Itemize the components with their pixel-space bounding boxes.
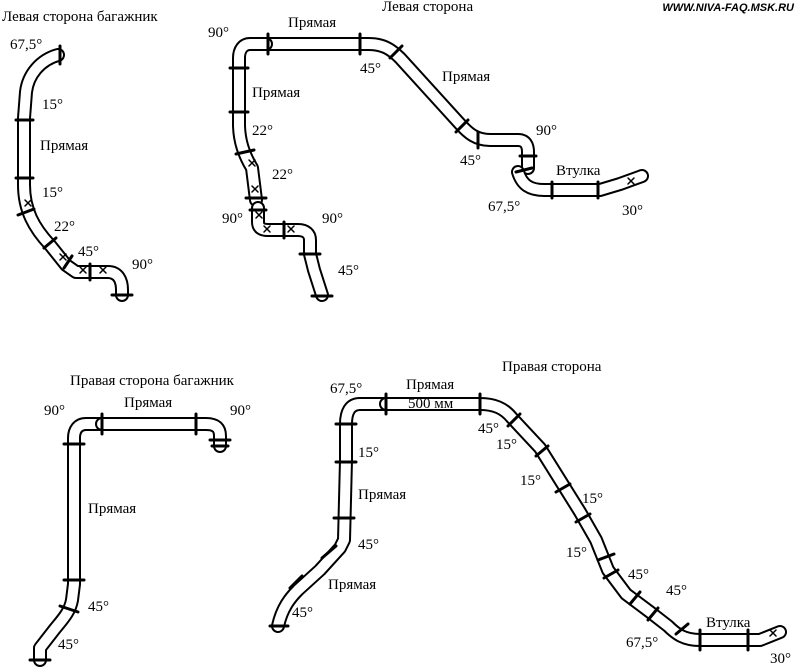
left-trunk-label-angle: 67,5° [10,37,43,53]
right-trunk-title: Правая сторона багажник [70,373,234,389]
left-side-label-angle: 22° [252,123,273,139]
left-side-label-angle: 45° [338,263,359,279]
right-side-label-straight: Прямая [358,487,407,503]
left-side-label-angle: 45° [360,61,381,77]
right-trunk-label-angle: 90° [230,403,251,419]
right-side-label-angle: 67,5° [330,381,363,397]
right-trunk-label-straight: Прямая [88,501,137,517]
right-side-label-angle: 67,5° [626,635,659,651]
site-watermark: WWW.NIVA-FAQ.MSK.RU [662,2,794,14]
right-side-label-length: 500 мм [408,396,454,412]
left-trunk-label-angle: 15° [42,185,63,201]
right-side-label-angle: 45° [666,583,687,599]
right-side-label-angle: 15° [582,491,603,507]
left-side-label-bushing: Втулка [556,163,601,179]
left-side-label-angle: 90° [322,211,343,227]
left-trunk-label-straight: Прямая [40,138,89,154]
right-trunk-pipe-route [28,412,232,667]
left-side-label-angle: 67,5° [488,199,521,215]
left-trunk-title: Левая сторона багажник [2,9,158,25]
right-side-label-angle: 30° [770,651,791,667]
left-side-label-straight: Прямая [252,85,301,101]
left-side-label-straight: Прямая [288,15,337,31]
left-trunk-label-angle: 45° [78,244,99,260]
right-side-label-angle: 45° [628,567,649,583]
left-side-label-angle: 90° [222,211,243,227]
right-side-label-bushing: Втулка [706,615,751,631]
left-side-label-angle: 45° [460,153,481,169]
left-trunk-pipe-route [14,44,134,302]
right-side-label-angle: 45° [292,605,313,621]
right-side-title: Правая сторона [502,359,602,375]
right-side-pipe-route [268,392,787,652]
right-side-label-angle: 15° [566,545,587,561]
left-trunk-label-angle: 15° [42,97,63,113]
left-side-label-angle: 22° [272,167,293,183]
left-trunk-label-angle: 90° [132,257,153,273]
right-side-label-angle: 45° [358,537,379,553]
right-trunk-label-angle: 45° [88,599,109,615]
left-side-label-angle: 30° [622,203,643,219]
left-side-pipe-route [228,32,649,302]
right-side-label-angle: 15° [520,473,541,489]
left-side-label-straight: Прямая [442,69,491,85]
left-side-label-angle: 90° [208,25,229,41]
left-trunk-label-angle: 22° [54,219,75,235]
right-side-label-straight: Прямая [406,377,455,393]
left-side-label-angle: 90° [536,123,557,139]
right-side-label-straight: Прямая [328,577,377,593]
right-side-label-angle: 45° [478,421,499,437]
left-side-title: Левая сторона [382,0,474,15]
right-trunk-label-angle: 45° [58,637,79,653]
right-trunk-label-straight: Прямая [124,395,173,411]
right-side-label-angle: 15° [496,437,517,453]
right-side-label-angle: 15° [358,445,379,461]
right-trunk-label-angle: 90° [44,403,65,419]
